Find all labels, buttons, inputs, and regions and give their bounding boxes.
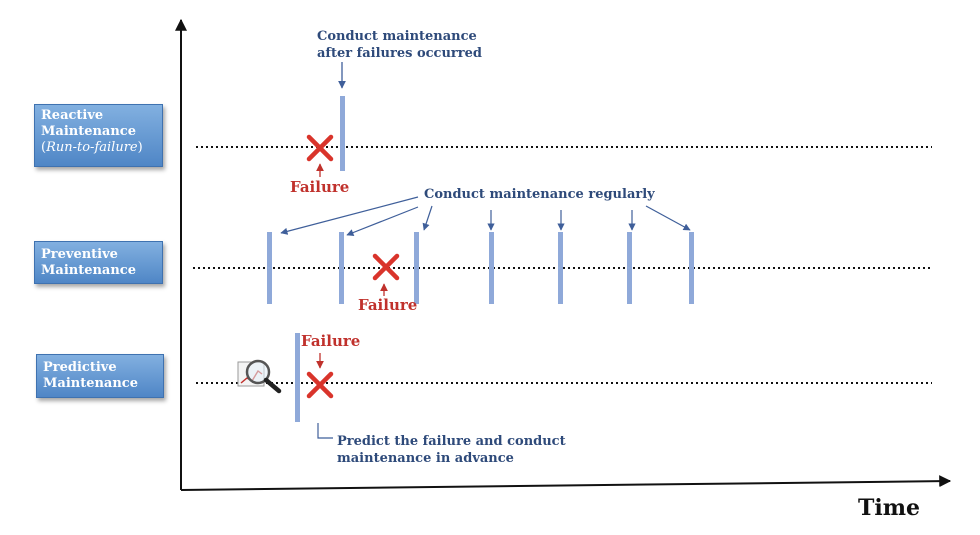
maintenance-bar	[689, 232, 694, 304]
preventive-note: Conduct maintenance regularly	[424, 187, 655, 202]
failure-label: Failure	[290, 178, 350, 196]
row-title: Reactive	[41, 108, 104, 123]
x-axis-label: Time	[858, 495, 921, 521]
note-arrow	[280, 196, 419, 235]
maintenance-bar	[267, 232, 272, 304]
maintenance-bar	[489, 232, 494, 304]
row-title: Maintenance	[41, 124, 136, 139]
cross-icon	[372, 253, 400, 281]
magnifier-chart-icon	[237, 359, 282, 394]
maintenance-bar	[414, 232, 419, 304]
cross-icon	[306, 371, 334, 399]
preventive-maintenance-box: Preventive Maintenance	[34, 241, 163, 284]
maintenance-bar	[340, 96, 345, 171]
maintenance-bar	[295, 333, 300, 422]
row-title: Predictive	[43, 360, 117, 375]
note-arrow	[422, 205, 433, 231]
row-title: Maintenance	[41, 263, 136, 278]
note-arrow	[645, 205, 691, 231]
reactive-maintenance-box: Reactive Maintenance (Run-to-failure)	[34, 104, 163, 167]
row-title: Maintenance	[43, 376, 138, 391]
x-axis	[180, 475, 952, 491]
predictive-note: Predict the failure and conduct maintena…	[337, 434, 566, 466]
row-subtitle: (Run-to-failure)	[41, 140, 143, 155]
reactive-note: Conduct maintenance after failures occur…	[317, 29, 482, 61]
predictive-maintenance-box: Predictive Maintenance	[36, 354, 164, 398]
note-arrow	[346, 206, 419, 236]
cross-icon	[306, 134, 334, 162]
failure-label: Failure	[358, 296, 418, 314]
maintenance-bar	[339, 232, 344, 304]
maintenance-bar	[627, 232, 632, 304]
failure-label: Failure	[301, 332, 361, 350]
note-connector	[317, 423, 333, 439]
maintenance-bar	[558, 232, 563, 304]
row-title: Preventive	[41, 247, 118, 262]
